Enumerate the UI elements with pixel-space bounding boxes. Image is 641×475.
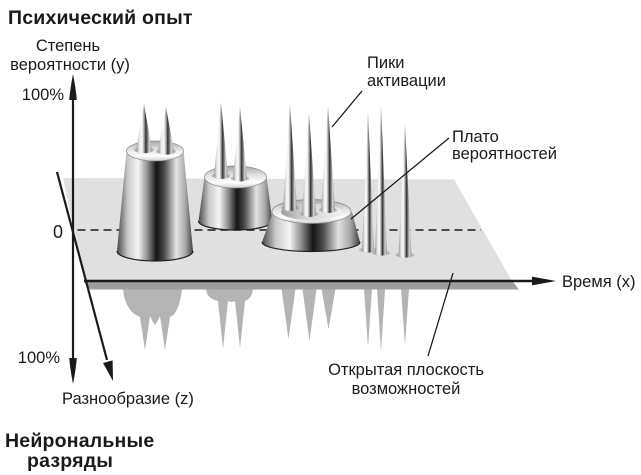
y-axis-up-arrowhead xyxy=(69,74,77,100)
callout-activation-peaks-line1: Пики xyxy=(367,54,405,72)
reflection-spike xyxy=(321,289,336,329)
activation-spike xyxy=(233,107,247,182)
y-axis-max-label: 100% xyxy=(22,86,65,104)
callout-line-activation-peaks xyxy=(331,90,363,128)
activation-spike xyxy=(214,102,228,179)
callout-lines xyxy=(331,90,454,357)
z-axis-line xyxy=(55,171,109,361)
plateau-cone-2 xyxy=(197,102,274,231)
callout-open-plane-line2: возможностей xyxy=(352,380,461,398)
activation-spike xyxy=(136,104,152,154)
activation-spike xyxy=(302,113,316,217)
title-neuronal-discharges-line1: Нейрональные xyxy=(5,430,154,452)
y-axis-label-line1: Степень xyxy=(36,37,100,55)
y-axis-probability xyxy=(69,74,77,384)
activation-spike xyxy=(158,107,174,155)
cone-base-edge xyxy=(116,250,194,262)
activation-spike xyxy=(362,112,374,253)
z-axis-arrowhead xyxy=(103,360,113,381)
x-axis-label: Время (x) xyxy=(562,273,635,291)
plateau-cone-3 xyxy=(261,104,361,253)
x-axis-time xyxy=(84,276,556,286)
activation-spike xyxy=(283,104,297,211)
callout-activation-peaks-line2: активации xyxy=(367,72,446,90)
z-axis-label: Разнообразие (z) xyxy=(62,390,194,408)
y-axis-down-arrowhead xyxy=(69,358,77,384)
callout-open-plane-line1: Открытая плоскость xyxy=(328,361,484,379)
z-axis-diversity xyxy=(55,171,113,381)
y-axis-min-label: 100% xyxy=(18,349,61,367)
y-axis-zero-label: 0 xyxy=(53,222,63,242)
cone-body xyxy=(262,212,360,252)
reflection-cone-2 xyxy=(206,289,253,349)
plateau-cone-1 xyxy=(116,104,194,262)
reflection-spike xyxy=(364,289,372,347)
activation-spike xyxy=(398,124,412,258)
reflection-spike xyxy=(401,289,409,345)
activation-spike xyxy=(375,105,387,256)
reflection-cone-1 xyxy=(123,289,182,350)
title-neuronal-discharges-line2: разряды xyxy=(27,450,113,472)
free-standing-spikes xyxy=(359,105,415,258)
cone-body xyxy=(198,177,273,230)
callout-probability-plateau-line2: вероятностей xyxy=(452,145,557,163)
cone-base-edge xyxy=(261,241,361,253)
reflection-spike xyxy=(302,289,317,341)
callout-line-open-plane xyxy=(427,272,454,357)
callout-probability-plateau-line1: Плато xyxy=(452,128,499,146)
plane-front-edge xyxy=(84,282,519,290)
callout-line-probability-plateau xyxy=(350,137,450,220)
neuronal-discharge-reflections xyxy=(123,289,409,352)
activation-spike xyxy=(321,106,335,213)
reflection-spike xyxy=(377,289,385,352)
title-psychic-experience: Психический опыт xyxy=(8,7,193,29)
y-axis-label-line2: вероятности (y) xyxy=(10,56,130,74)
reflection-spike xyxy=(281,289,296,339)
cone-body xyxy=(117,151,193,261)
x-axis-arrowhead xyxy=(532,276,556,286)
